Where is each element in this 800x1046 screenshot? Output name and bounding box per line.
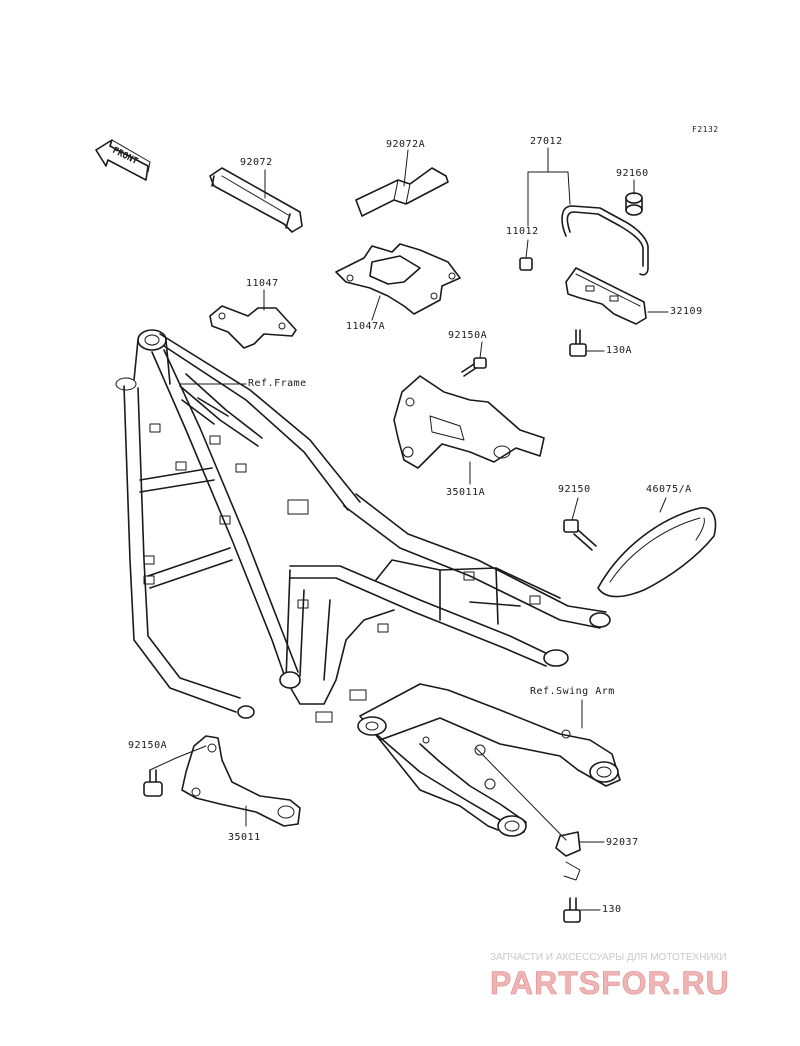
part-92150-bolt [563, 519, 597, 551]
part-32109-holder [565, 267, 647, 325]
callout-130: 130 [602, 904, 622, 915]
callout-11047: 11047 [246, 278, 279, 289]
callout-46075A: 46075/A [646, 484, 692, 495]
part-11012-cap [519, 257, 533, 271]
callout-92150A-bottom: 92150A [128, 740, 168, 751]
callout-11012: 11012 [506, 226, 539, 237]
callout-92037: 92037 [606, 837, 639, 848]
callout-92072: 92072 [240, 157, 273, 168]
figure-code: F2132 [692, 125, 719, 134]
front-arrow-icon: FRONT [95, 139, 151, 181]
callout-92150A-top: 92150A [448, 330, 488, 341]
callout-32109: 32109 [670, 306, 703, 317]
part-92150A-top-bolt [461, 357, 487, 377]
part-92072-strap [209, 167, 303, 233]
part-92037-clip [555, 831, 581, 881]
part-27012-rod [561, 205, 649, 276]
swing-arm [357, 683, 621, 837]
callout-ref-frame: Ref.Frame [248, 378, 307, 389]
callout-130A: 130A [606, 345, 633, 356]
callout-92150: 92150 [558, 484, 591, 495]
watermark-tagline: ЗАПЧАСТИ И АКСЕССУАРЫ ДЛЯ МОТОТЕХНИКИ [490, 952, 727, 963]
main-frame [115, 329, 611, 723]
part-130-bolt [563, 897, 581, 923]
callout-92072A: 92072A [386, 139, 426, 150]
callout-11047A: 11047A [346, 321, 386, 332]
part-92072A-pad [355, 167, 449, 217]
part-92150A-bottom-bolt [143, 769, 163, 797]
part-92160-sleeve [625, 192, 643, 216]
part-11047-bracket [209, 305, 297, 349]
part-35011A-bracket [393, 375, 545, 469]
part-46075A-cover [597, 507, 717, 598]
callout-92160: 92160 [616, 168, 649, 179]
part-130A-bolt [569, 329, 587, 357]
callout-35011: 35011 [228, 832, 261, 843]
leader-lines [149, 147, 669, 911]
part-11047A-tray [335, 243, 461, 315]
callout-ref-swing-arm: Ref.Swing Arm [530, 686, 615, 697]
watermark-logo-text: PARTSFOR.RU [490, 965, 730, 1001]
watermark-logo: PARTSFOR.RU [490, 965, 730, 1002]
part-35011-bracket [181, 735, 301, 827]
callout-35011A: 35011A [446, 487, 486, 498]
callout-27012: 27012 [530, 136, 563, 147]
